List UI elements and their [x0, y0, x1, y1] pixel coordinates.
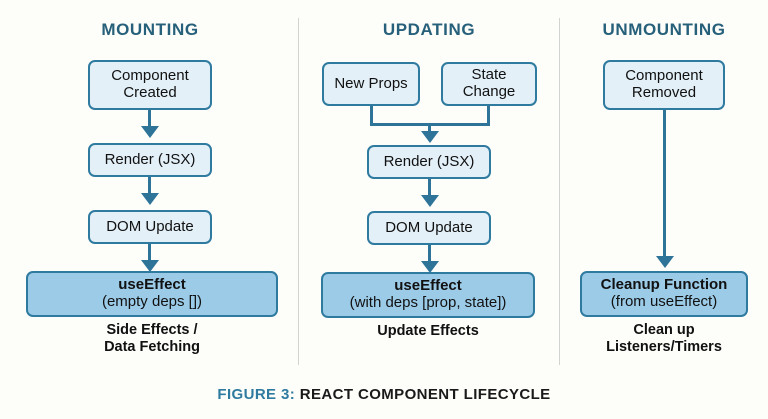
node-line-2: Removed — [631, 84, 697, 101]
arrowhead-merge-to-render — [421, 131, 439, 143]
node-line-2: (from useEffect) — [610, 293, 718, 310]
figure-title: REACT COMPONENT LIFECYCLE — [299, 386, 551, 403]
column-divider-1 — [298, 18, 299, 365]
arrowhead-render-to-dom — [141, 193, 159, 205]
caption-line-1: Clean up — [633, 322, 695, 338]
arrowhead-created-to-render — [141, 126, 159, 138]
caption-line-2: Listeners/Timers — [606, 338, 722, 355]
node-line-2: Created — [123, 84, 177, 101]
node-line-1: DOM Update — [385, 218, 473, 236]
arrowhead-removed-to-cleanup — [656, 256, 674, 268]
node-line-1: Render (JSX) — [383, 152, 475, 170]
caption-line-2: Data Fetching — [104, 338, 200, 355]
arrowhead-dom-to-useeffect — [141, 260, 159, 272]
node-state-change: State Change — [441, 62, 537, 106]
connector-created-to-render — [148, 110, 151, 130]
connector-dom-to-useeffect — [148, 244, 151, 264]
figure-caption: FIGURE 3: REACT COMPONENT LIFECYCLE — [0, 386, 768, 403]
node-use-effect-with-deps: useEffect (with deps [prop, state]) — [321, 272, 535, 318]
figure-number: FIGURE 3: — [217, 386, 296, 403]
connector-dom-to-useeffect — [428, 245, 431, 265]
connector-new-props-stub — [370, 106, 373, 126]
connector-render-to-dom — [148, 177, 151, 197]
node-line-1: New Props — [334, 74, 408, 92]
node-component-removed: Component Removed — [603, 60, 725, 110]
node-cleanup-function: Cleanup Function (from useEffect) — [580, 271, 748, 317]
node-use-effect-empty-deps: useEffect (empty deps []) — [26, 271, 278, 317]
node-line-1: Cleanup Function — [600, 276, 728, 294]
caption-line-1: Side Effects / — [106, 322, 198, 338]
node-render-jsx: Render (JSX) — [367, 145, 491, 179]
caption-line-1: Update Effects — [377, 323, 479, 339]
arrowhead-render-to-dom — [421, 195, 439, 207]
connector-render-to-dom — [428, 179, 431, 199]
column-title-updating: UPDATING — [382, 20, 476, 39]
node-line-1: useEffect — [118, 276, 186, 294]
connector-merge-to-render — [428, 123, 431, 135]
node-dom-update: DOM Update — [88, 210, 212, 244]
node-line-1: useEffect — [394, 277, 462, 295]
node-component-created: Component Created — [88, 60, 212, 110]
node-line-1: DOM Update — [106, 217, 194, 235]
node-line-2: (with deps [prop, state]) — [349, 294, 507, 311]
node-new-props: New Props — [322, 62, 420, 106]
node-line-1: Component — [111, 67, 189, 85]
arrowhead-dom-to-useeffect — [421, 261, 439, 273]
caption-updating: Update Effects — [321, 323, 535, 340]
node-line-2: Change — [462, 83, 516, 100]
caption-unmounting: Clean up Listeners/Timers — [572, 322, 756, 355]
column-divider-2 — [559, 18, 560, 365]
node-line-1: State — [471, 66, 507, 84]
node-line-1: Component — [625, 67, 703, 85]
node-render-jsx: Render (JSX) — [88, 143, 212, 177]
column-title-unmounting: UNMOUNTING — [602, 20, 726, 39]
connector-state-change-stub — [487, 106, 490, 126]
caption-mounting: Side Effects / Data Fetching — [26, 322, 278, 355]
node-line-1: Render (JSX) — [104, 150, 196, 168]
node-line-2: (empty deps []) — [101, 293, 203, 310]
connector-removed-to-cleanup — [663, 110, 666, 260]
column-title-mounting: MOUNTING — [101, 20, 199, 39]
node-dom-update: DOM Update — [367, 211, 491, 245]
